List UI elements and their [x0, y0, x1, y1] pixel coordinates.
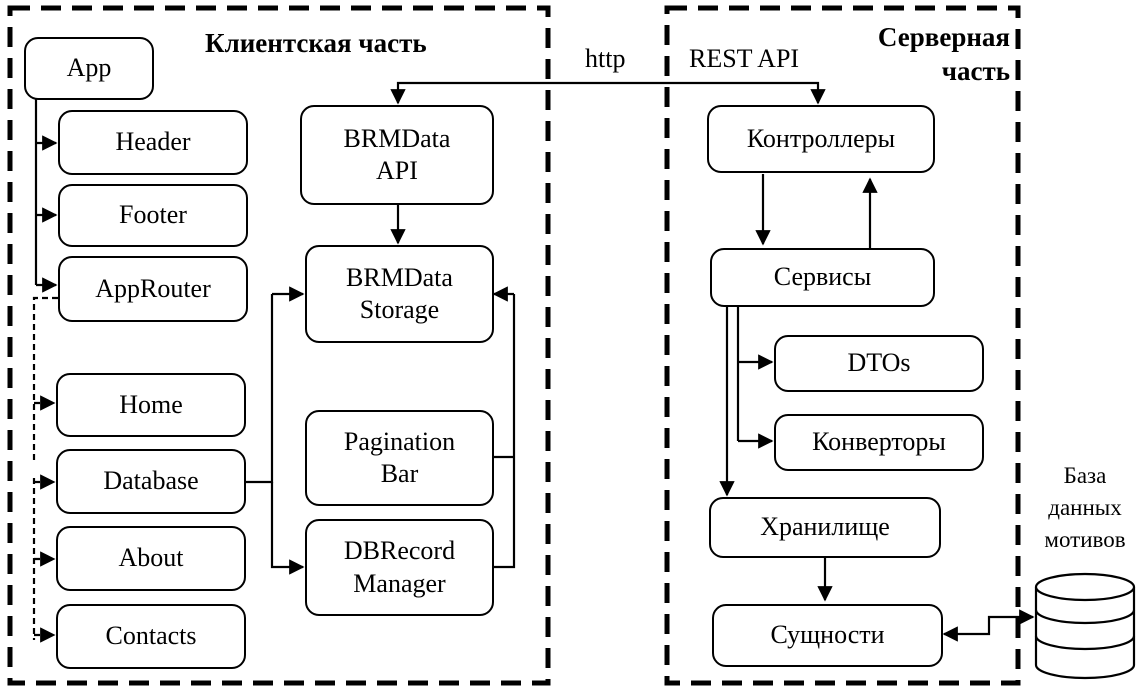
- contacts-node: Contacts: [56, 604, 246, 669]
- client-title: Клиентская часть: [205, 28, 427, 58]
- http-rest-link: [390, 81, 826, 105]
- footer-node: Footer: [58, 184, 248, 247]
- brmdata-api-node: BRMData API: [300, 105, 494, 205]
- database-node: Database: [56, 449, 246, 514]
- controllers-node: Контроллеры: [707, 105, 935, 173]
- arrow-to-dbrecord: [270, 482, 305, 575]
- pagination-bar-node: Pagination Bar: [305, 410, 494, 506]
- dbrecord-manager-node: DBRecord Manager: [305, 519, 494, 616]
- brmdata-storage-node: BRMData Storage: [305, 245, 494, 343]
- converters-node: Конверторы: [774, 414, 984, 471]
- client-frame: [7, 5, 551, 686]
- header-node: Header: [58, 110, 248, 175]
- entities-db-link: [942, 609, 1035, 642]
- database-branch: [245, 294, 274, 484]
- http-label: http: [585, 44, 626, 73]
- app-node: App: [24, 37, 154, 100]
- server-title: Серверная часть: [877, 22, 1010, 86]
- dbrecord-link: [494, 294, 516, 569]
- home-node: Home: [56, 373, 246, 437]
- router-trunk: [32, 296, 58, 463]
- approuter-node: AppRouter: [58, 256, 248, 322]
- services-node: Сервисы: [710, 248, 935, 307]
- entities-node: Сущности: [712, 604, 943, 667]
- server-frame: [664, 5, 1021, 686]
- database-cylinder-icon: [1034, 572, 1136, 680]
- database-label: База данных мотивов: [1044, 463, 1126, 553]
- about-node: About: [56, 526, 246, 591]
- dtos-node: DTOs: [774, 335, 984, 392]
- storage-node: Хранилище: [709, 497, 941, 558]
- rest-api-label: REST API: [689, 44, 800, 73]
